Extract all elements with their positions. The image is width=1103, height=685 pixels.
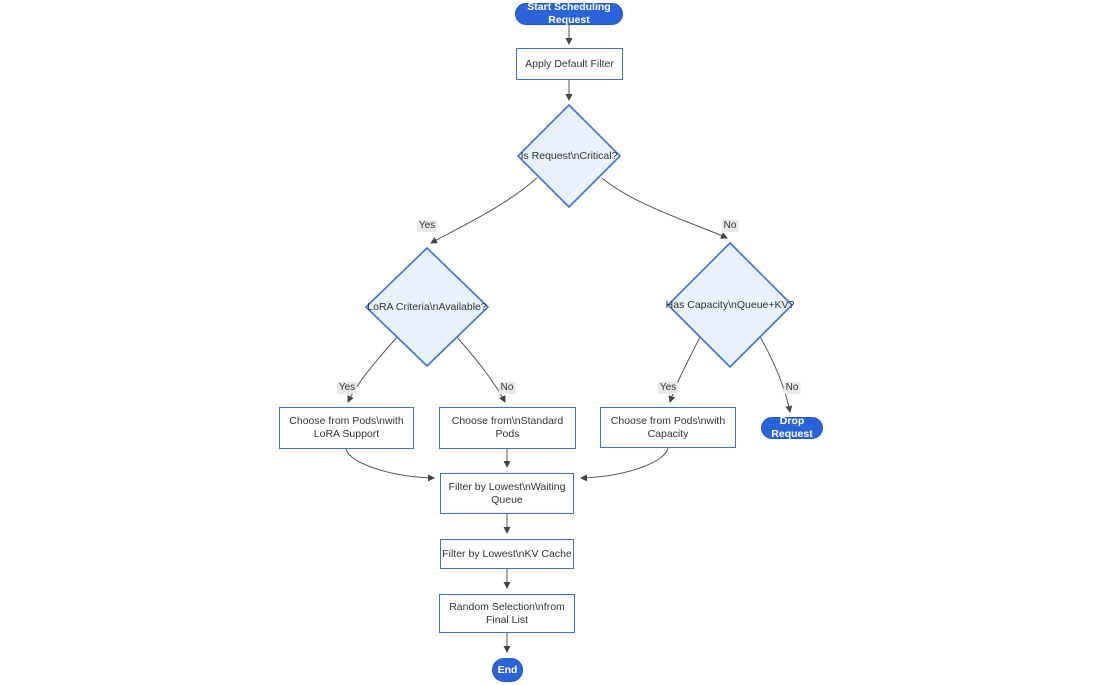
node-start: Start Scheduling Request — [515, 1, 623, 26]
node-apply-default-filter: Apply Default Filter — [516, 48, 623, 80]
node-choose-standard-pods: Choose from\nStandard Pods — [439, 407, 576, 449]
node-random-selection: Random Selection\nfrom Final List — [439, 594, 575, 633]
node-label: Choose from Pods\nwith — [289, 415, 404, 427]
node-label: Random Selection\nfrom — [449, 600, 565, 613]
edge-lora-no-to-choose-standard — [456, 336, 506, 403]
edge-label-capacity-no: No — [783, 382, 801, 394]
edge-capacity-yes-to-choose-capacity — [668, 334, 702, 403]
node-label: Pods — [495, 428, 520, 440]
edge-capacity-no-to-drop — [758, 334, 793, 413]
node-drop-request: Drop Request — [761, 415, 823, 440]
node-label: Filter by Lowest\nKV Cache — [442, 547, 572, 560]
decision-lora-criteria-shape — [364, 246, 490, 368]
edge-lora-yes-to-choose-lora — [347, 336, 398, 403]
edge-is-critical-no-to-capacity — [601, 177, 728, 239]
edge-label-lora-yes: Yes — [336, 382, 358, 394]
edge-label-lora-no: No — [498, 382, 516, 394]
node-label: Queue — [491, 493, 523, 506]
node-label: Capacity — [647, 427, 689, 440]
node-filter-kv-cache: Filter by Lowest\nKV Cache — [440, 539, 574, 569]
decision-is-critical-shape — [516, 103, 622, 209]
edge-choose-capacity-to-filter-waiting — [580, 447, 669, 482]
edge-is-critical-yes-to-lora — [430, 177, 538, 244]
node-label: Apply Default Filter — [525, 57, 614, 70]
node-choose-capacity-pods: Choose from Pods\nwith Capacity — [600, 407, 736, 448]
node-end: End — [492, 658, 523, 682]
node-label: Final List — [485, 613, 528, 626]
decision-lora-criteria-label: LoRA Criteria\nAvailable? — [367, 301, 487, 313]
decision-is-critical-label: Is Request\nCritical? — [520, 150, 618, 162]
edge-label-critical-no: No — [721, 220, 739, 232]
node-label: Choose from Pods\nwith — [610, 414, 726, 427]
decision-has-capacity-label: Has Capacity\nQueue+KV? — [665, 299, 795, 311]
edge-choose-lora-to-filter-waiting — [345, 448, 435, 482]
edge-label-critical-yes: Yes — [416, 220, 438, 232]
node-label: Choose from\nStandard — [451, 415, 564, 427]
node-filter-waiting-queue: Filter by Lowest\nWaiting Queue — [440, 473, 574, 514]
node-label: LoRA Support — [313, 428, 380, 440]
node-label: Filter by Lowest\nWaiting — [448, 480, 566, 493]
edge-label-capacity-yes: Yes — [657, 382, 679, 394]
decision-has-capacity-shape — [666, 241, 794, 369]
node-choose-lora-pods: Choose from Pods\nwith LoRA Support — [279, 407, 414, 449]
